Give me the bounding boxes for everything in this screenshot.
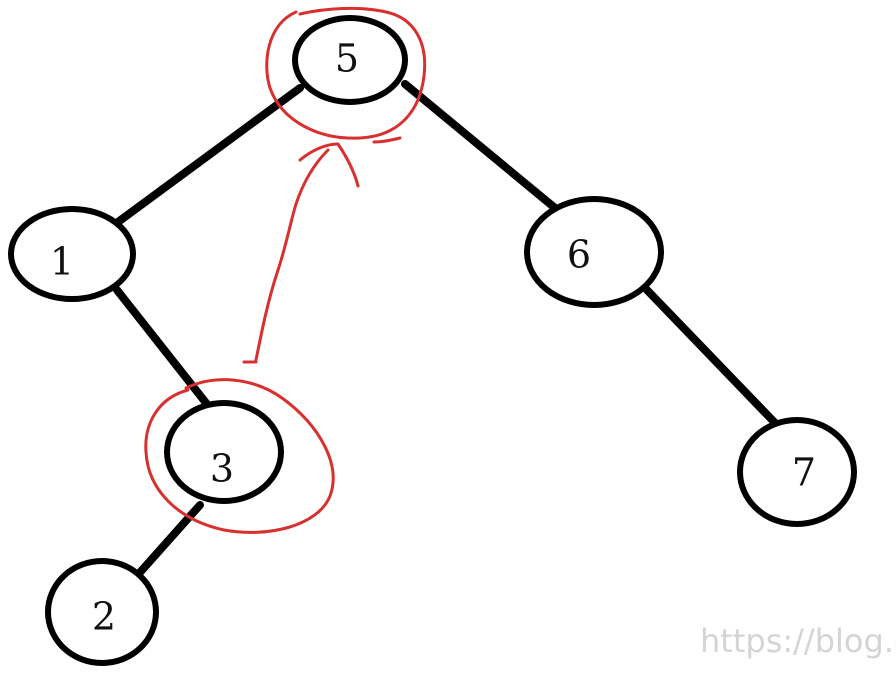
red-annotations bbox=[144, 6, 427, 534]
tree-node-6: 6 bbox=[524, 196, 664, 308]
edge-3-2 bbox=[131, 501, 204, 582]
node-2-label: 2 bbox=[92, 595, 116, 639]
edge-1-3 bbox=[113, 286, 214, 412]
edge-5-6 bbox=[401, 80, 559, 212]
node-5-label: 5 bbox=[335, 37, 359, 81]
node-1-circle bbox=[8, 206, 136, 302]
node-2-circle bbox=[45, 558, 159, 666]
node-7-label: 7 bbox=[792, 451, 816, 495]
tree-node-7: 7 bbox=[737, 417, 857, 527]
watermark-text: https://blog.csdn bbox=[700, 622, 896, 660]
node-5-circle bbox=[292, 15, 408, 105]
highlight-ring-node-3 bbox=[144, 378, 335, 534]
edge-5-1 bbox=[114, 84, 304, 226]
arrow-head bbox=[298, 142, 360, 188]
tree-node-5: 5 bbox=[292, 15, 408, 105]
node-7-circle bbox=[737, 417, 857, 527]
arrow-3-to-5 bbox=[242, 148, 330, 364]
node-6-circle bbox=[524, 196, 664, 308]
node-1-label: 1 bbox=[50, 240, 74, 284]
tree-edges bbox=[113, 80, 782, 582]
node-3-circle bbox=[164, 400, 284, 504]
node-3-label: 3 bbox=[210, 447, 234, 491]
tree-node-2: 2 bbox=[45, 558, 159, 666]
edge-6-7 bbox=[643, 286, 782, 430]
highlight-ring-node-5 bbox=[265, 6, 427, 144]
node-6-label: 6 bbox=[567, 233, 591, 277]
tree-node-1: 1 bbox=[8, 206, 136, 302]
tree-node-3: 3 bbox=[164, 400, 284, 504]
